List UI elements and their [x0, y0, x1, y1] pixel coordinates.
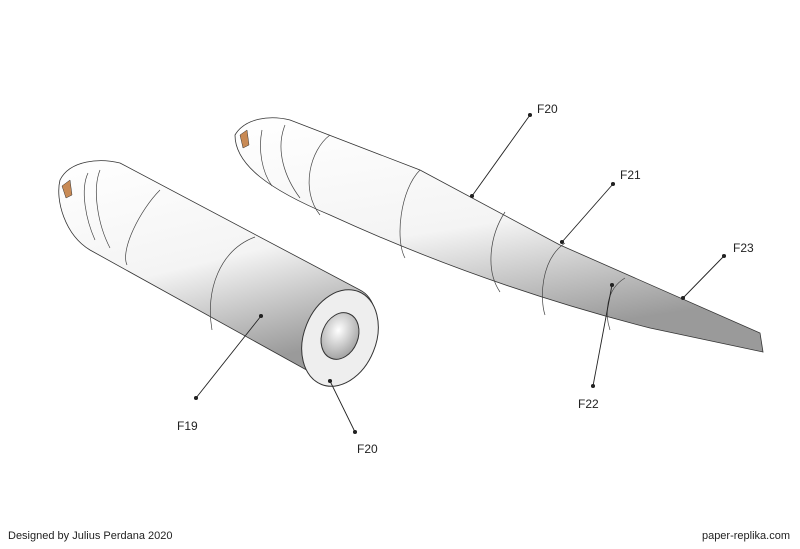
- designer-credit: Designed by Julius Perdana 2020: [8, 530, 173, 542]
- tab-marker-icon: [61, 179, 73, 199]
- label-f19: F19: [177, 419, 198, 433]
- leader-f19: [195, 315, 262, 399]
- label-f20-top: F20: [537, 102, 558, 116]
- label-f20-bottom: F20: [357, 442, 378, 456]
- leader-f22: [592, 284, 613, 387]
- left-tube-part: [58, 160, 379, 387]
- leader-f20-top: [471, 114, 531, 197]
- label-f21: F21: [620, 168, 641, 182]
- label-f23: F23: [733, 241, 754, 255]
- leader-f20-bottom: [329, 380, 356, 433]
- site-name: paper-replika.com: [701, 530, 790, 542]
- tab-marker-icon: [239, 129, 250, 149]
- leader-f23: [682, 255, 725, 299]
- right-body-part: [234, 117, 764, 353]
- leader-f21: [561, 183, 614, 243]
- label-f22: F22: [578, 397, 599, 411]
